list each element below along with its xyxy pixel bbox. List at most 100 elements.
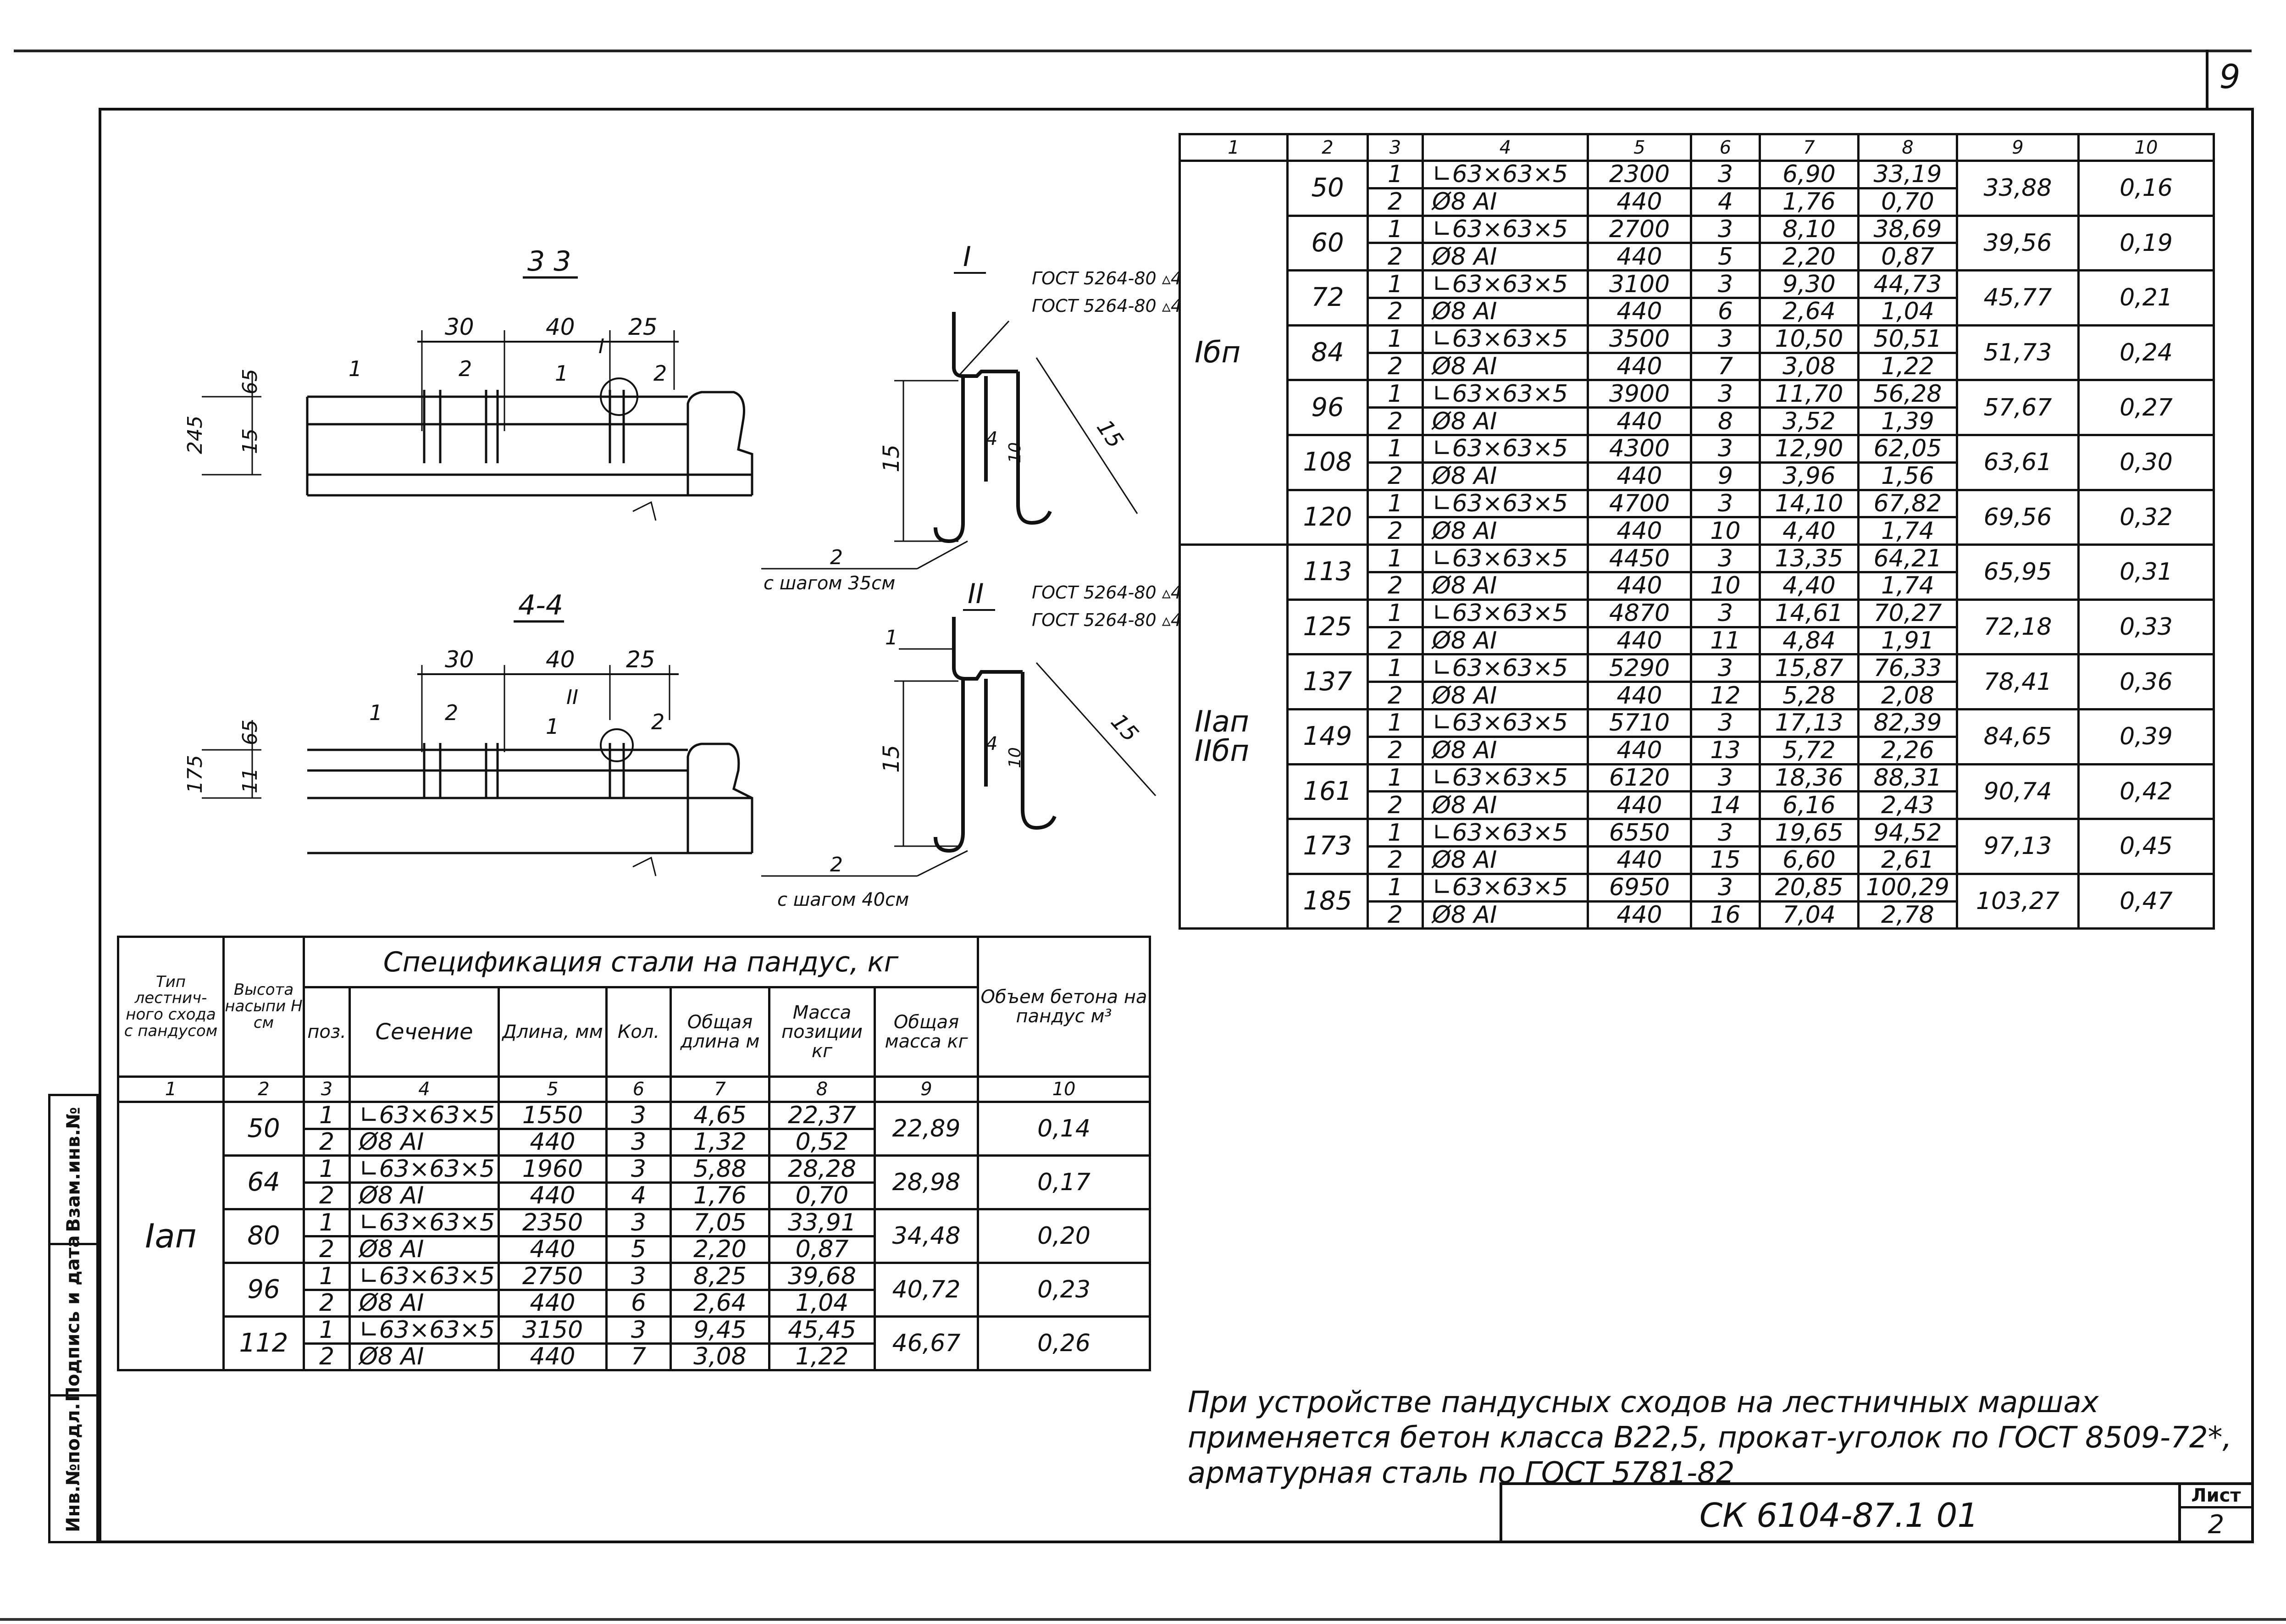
- concrete-volume-cell: 0,14: [977, 1101, 1151, 1157]
- pos-cell: 1: [1367, 269, 1424, 299]
- svg-text:15: 15: [879, 745, 904, 773]
- mass-cell: 56,28: [1857, 379, 1958, 409]
- svg-text:245: 245: [183, 416, 207, 454]
- total-length-cell: 3,08: [1759, 351, 1860, 382]
- svg-text:25: 25: [628, 314, 658, 340]
- mass-cell: 1,22: [1857, 351, 1958, 382]
- total-length-cell: 3,52: [1759, 406, 1860, 436]
- svg-text:II: II: [566, 686, 578, 709]
- qty-cell: 3: [1690, 763, 1761, 793]
- mass-cell: 1,91: [1857, 626, 1958, 656]
- section-cell: ∟63×63×5: [349, 1154, 500, 1184]
- qty-cell: 15: [1690, 845, 1761, 875]
- section-3-3-drawing: 3 3 30 40 25 I 1 2 1 2 65 245 15: [183, 245, 753, 521]
- length-cell: 6550: [1587, 818, 1692, 848]
- mass-cell: 1,22: [768, 1342, 876, 1371]
- total-mass-cell: 103,27: [1956, 872, 2080, 930]
- svg-text:11: 11: [238, 768, 262, 793]
- total-length-cell: 9,30: [1759, 269, 1860, 299]
- svg-text:4: 4: [986, 733, 997, 754]
- total-length-cell: 8,10: [1759, 214, 1860, 244]
- total-length-cell: 14,10: [1759, 488, 1860, 519]
- svg-text:25: 25: [626, 646, 655, 673]
- mass-cell: 1,74: [1857, 571, 1958, 601]
- qty-cell: 3: [1690, 818, 1761, 848]
- svg-text:4: 4: [986, 428, 997, 449]
- height-cell: 112: [222, 1315, 305, 1371]
- section-cell: Ø8 АI: [1422, 461, 1589, 491]
- drawing-frame: [99, 108, 2254, 1543]
- sheet-label: Лист: [2178, 1485, 2254, 1508]
- svg-text:10: 10: [1006, 747, 1024, 768]
- length-cell: 440: [1587, 571, 1692, 601]
- section-cell: ∟63×63×5: [1422, 214, 1589, 244]
- total-mass-cell: 34,48: [873, 1208, 980, 1264]
- qty-cell: 3: [1690, 543, 1761, 573]
- header-volume: Объем бетона на пандус м³: [977, 936, 1151, 1078]
- stamp-cell-inv-original: Инв.№подл.: [63, 1403, 84, 1532]
- section-cell: ∟63×63×5: [1422, 543, 1589, 573]
- pos-cell: 2: [1367, 626, 1424, 656]
- total-length-cell: 2,20: [670, 1235, 770, 1264]
- length-cell: 440: [1587, 351, 1692, 382]
- total-length-cell: 7,04: [1759, 900, 1860, 930]
- svg-text:15: 15: [1091, 415, 1129, 453]
- type-cell: Iбп: [1179, 159, 1289, 546]
- mass-cell: 1,39: [1857, 406, 1958, 436]
- total-mass-cell: 28,98: [873, 1154, 980, 1210]
- qty-cell: 6: [605, 1288, 672, 1318]
- pos-cell: 2: [1367, 516, 1424, 546]
- section-cell: Ø8 АI: [349, 1181, 500, 1210]
- qty-cell: 6: [1690, 296, 1761, 327]
- section-cell: Ø8 АI: [349, 1342, 500, 1371]
- total-length-cell: 1,32: [670, 1127, 770, 1157]
- total-mass-cell: 65,95: [1956, 543, 2080, 601]
- pos-cell: 1: [1367, 488, 1424, 519]
- length-cell: 3150: [498, 1315, 608, 1345]
- section-cell: ∟63×63×5: [349, 1208, 500, 1237]
- concrete-volume-cell: 0,16: [2077, 160, 2215, 217]
- length-cell: 440: [1587, 681, 1692, 710]
- concrete-volume-cell: 0,17: [977, 1154, 1151, 1210]
- svg-text:ГОСТ 5264-80 ▵4: ГОСТ 5264-80 ▵4: [1032, 296, 1182, 316]
- mass-cell: 1,04: [1857, 296, 1958, 327]
- pos-cell: 2: [1367, 735, 1424, 765]
- section-cell: ∟63×63×5: [1422, 653, 1589, 683]
- pos-cell: 1: [303, 1315, 351, 1345]
- qty-cell: 3: [1690, 653, 1761, 683]
- header-height: Высота насыпи H см: [222, 936, 305, 1078]
- section-cell: ∟63×63×5: [349, 1315, 500, 1345]
- total-mass-cell: 72,18: [1956, 598, 2080, 656]
- svg-text:ГОСТ 5264-80 ▵4: ГОСТ 5264-80 ▵4: [1032, 610, 1182, 630]
- length-cell: 2300: [1587, 160, 1692, 189]
- length-cell: 440: [1587, 242, 1692, 272]
- pos-cell: 1: [1367, 763, 1424, 793]
- mass-cell: 76,33: [1857, 653, 1958, 683]
- mass-cell: 0,87: [1857, 242, 1958, 272]
- total-length-cell: 2,64: [670, 1288, 770, 1318]
- concrete-volume-cell: 0,19: [2077, 214, 2215, 272]
- total-length-cell: 3,08: [670, 1342, 770, 1371]
- total-length-cell: 5,72: [1759, 735, 1860, 765]
- total-mass-cell: 22,89: [873, 1101, 980, 1157]
- table-header-row: Тип лестнич-ного схода с пандусом Высота…: [117, 936, 1151, 1078]
- mass-cell: 33,19: [1857, 160, 1958, 189]
- section-cell: ∟63×63×5: [1422, 379, 1589, 409]
- total-length-cell: 11,70: [1759, 379, 1860, 409]
- qty-cell: 3: [605, 1154, 672, 1184]
- length-cell: 440: [498, 1288, 608, 1318]
- section-cell: ∟63×63×5: [1422, 763, 1589, 793]
- height-cell: 113: [1286, 543, 1369, 601]
- total-mass-cell: 84,65: [1956, 708, 2080, 765]
- section-4-4-drawing: 4-4 30 40 25 II 1 2 1 2 65 175 11: [183, 589, 753, 876]
- mass-cell: 0,70: [768, 1181, 876, 1210]
